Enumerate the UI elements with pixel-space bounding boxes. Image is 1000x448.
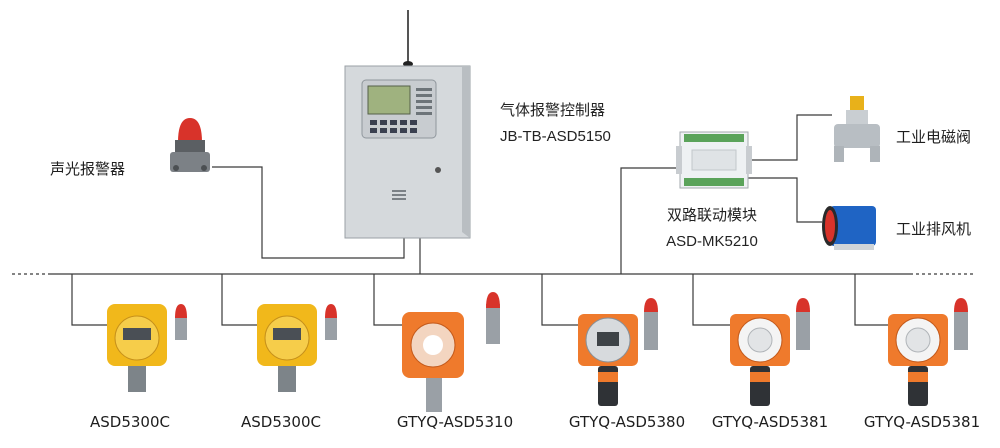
detector-label: ASD5300C <box>90 413 170 431</box>
detector-label: GTYQ-ASD5310 <box>396 413 514 431</box>
connection-wires <box>71 114 892 326</box>
detector-label: GTYQ-ASD5380 <box>568 413 686 431</box>
module-model: ASD-MK5210 <box>666 233 758 250</box>
gas-detector-orange-grey <box>578 298 658 406</box>
controller-label: 气体报警控制器 JB-TB-ASD5150 <box>500 98 611 150</box>
exhaust-fan-icon <box>822 206 876 250</box>
sound-light-alarm <box>170 118 210 172</box>
gas-detector-orange <box>402 292 500 412</box>
gas-alarm-controller <box>344 10 471 239</box>
gas-detector-yellow <box>107 304 187 392</box>
dual-linkage-module <box>676 131 752 189</box>
detector-label: ASD5300C <box>241 413 321 431</box>
gas-detector-orange-white <box>730 298 810 406</box>
speaker-grille <box>392 190 406 200</box>
detector-label: GTYQ-ASD5381 <box>711 413 829 431</box>
solenoid-valve-label: 工业电磁阀 <box>896 128 972 146</box>
module-name: 双路联动模块 <box>666 207 757 224</box>
keypad <box>370 120 417 133</box>
module-label: 双路联动模块 ASD-MK5210 <box>666 203 758 255</box>
alarm-label: 声光报警器 <box>50 160 126 178</box>
gas-detector-yellow <box>257 304 337 392</box>
lcd-screen <box>367 85 411 115</box>
controller-model: JB-TB-ASD5150 <box>500 128 611 145</box>
exhaust-fan-label: 工业排风机 <box>896 220 972 238</box>
detector-label: GTYQ-ASD5381 <box>863 413 981 431</box>
controller-name: 气体报警控制器 <box>500 102 606 119</box>
gas-detector-orange-white <box>888 298 968 406</box>
solenoid-valve-icon <box>834 96 880 162</box>
